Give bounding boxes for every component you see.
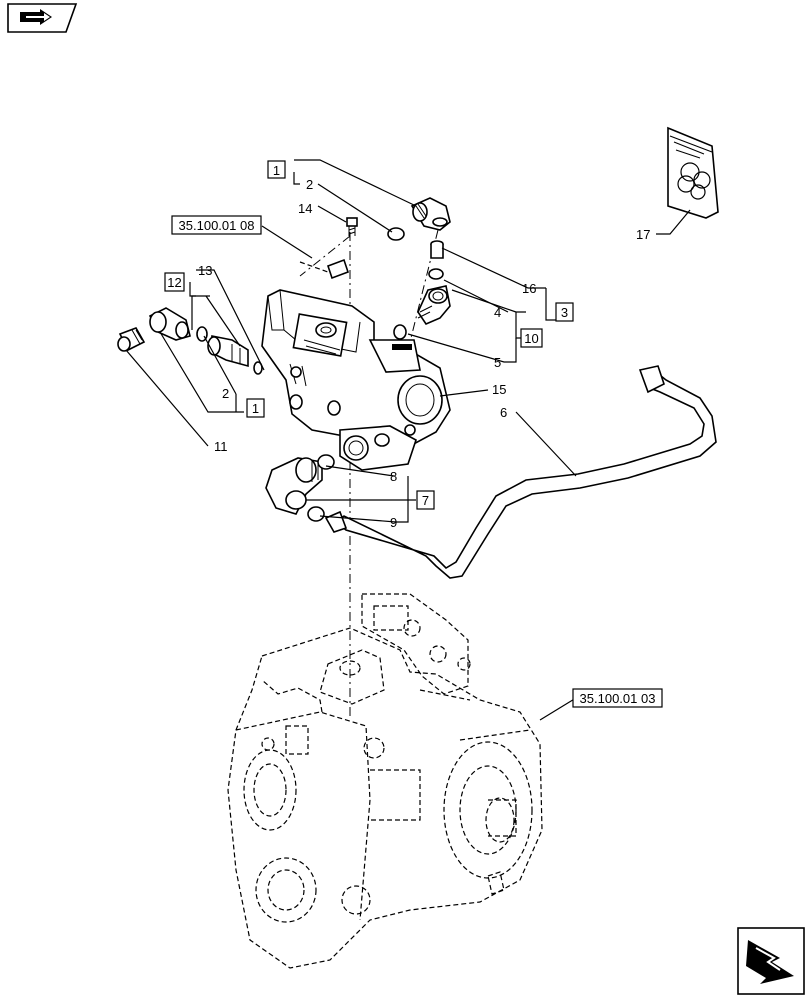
straight-adapter — [117, 327, 146, 352]
callout-1-left-label: 1 — [252, 401, 259, 416]
o-ring-5 — [393, 324, 407, 340]
leader-lines — [125, 159, 691, 721]
ref-box-pump[interactable]: 35.100.01 03 — [572, 688, 663, 708]
small-screw — [346, 217, 358, 236]
check-valve-cartridge — [207, 335, 249, 368]
callout-1-left: 1 — [246, 398, 265, 418]
callout-1-top: 1 — [267, 160, 286, 179]
o-ring-small — [253, 361, 263, 375]
callout-4: 4 — [494, 305, 501, 320]
callout-6: 6 — [500, 405, 507, 420]
elbow-fitting-lower — [265, 457, 323, 515]
callout-2-left: 2 — [222, 386, 229, 401]
callout-16: 16 — [522, 281, 536, 296]
next-page-arrow-icon[interactable] — [737, 927, 805, 995]
callout-9: 9 — [390, 515, 397, 530]
ref-valve-label[interactable]: 35.100.01 08 — [179, 218, 255, 233]
callout-7: 7 — [416, 490, 435, 510]
elbow-fitting-right — [417, 285, 451, 325]
callout-7-label: 7 — [422, 493, 429, 508]
callout-11: 11 — [214, 439, 228, 454]
callout-2-top: 2 — [306, 177, 313, 192]
callout-5: 5 — [494, 355, 501, 370]
o-ring-top — [387, 227, 405, 241]
stud-bolt — [299, 258, 350, 280]
callout-10-label: 10 — [524, 331, 538, 346]
o-ring-9 — [307, 506, 325, 522]
callout-12-label: 12 — [167, 275, 181, 290]
callout-3: 3 — [555, 302, 574, 322]
callout-10: 10 — [520, 328, 543, 348]
elbow-fitting-left — [148, 307, 191, 341]
seal-kit-bag — [667, 126, 719, 219]
callout-14: 14 — [298, 201, 312, 216]
book-open-arrow-icon[interactable] — [7, 3, 78, 33]
hydraulic-pump — [227, 593, 543, 969]
plug-pin — [430, 240, 444, 259]
valve-block — [261, 289, 451, 471]
elbow-fitting-top — [410, 197, 451, 231]
callout-12: 12 — [164, 272, 185, 292]
callout-3-label: 3 — [561, 305, 568, 320]
callout-17: 17 — [636, 227, 650, 242]
ref-pump-label[interactable]: 35.100.01 03 — [580, 691, 656, 706]
callout-15: 15 — [492, 382, 506, 397]
o-ring-4 — [428, 268, 444, 280]
o-ring-8 — [317, 454, 335, 470]
callout-8: 8 — [390, 469, 397, 484]
callout-13: 13 — [198, 263, 212, 278]
callout-1-top-label: 1 — [273, 163, 280, 178]
ref-box-valve[interactable]: 35.100.01 08 — [171, 215, 262, 235]
